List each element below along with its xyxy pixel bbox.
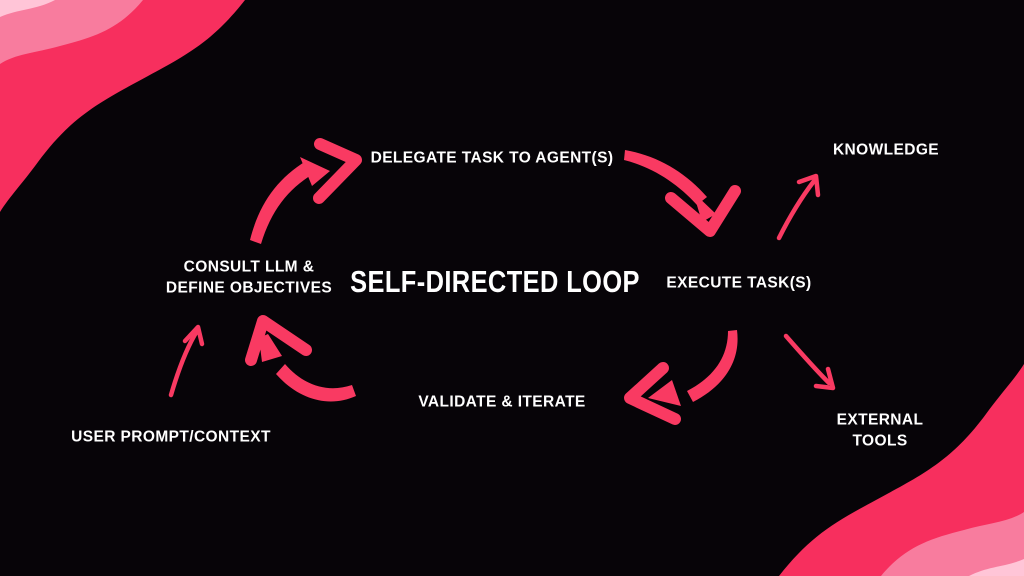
arrow-consult-to-delegate [250, 138, 362, 244]
node-delegate-task: DELEGATE TASK TO AGENT(S) [370, 149, 614, 167]
arrow-userprompt-to-consult [168, 324, 205, 398]
node-user-prompt: USER PROMPT/CONTEXT [71, 428, 271, 446]
node-execute-task: EXECUTE TASK(S) [666, 274, 812, 292]
node-external-tools: EXTERNAL TOOLS [836, 411, 924, 450]
node-validate-iterate: VALIDATE & ITERATE [418, 393, 586, 411]
node-consult-llm: CONSULT LLM & DEFINE OBJECTIVES [165, 258, 333, 297]
node-knowledge: KNOWLEDGE [832, 141, 940, 159]
arrow-validate-to-consult [245, 315, 356, 402]
diagram-title: SELF-DIRECTED LOOP [350, 264, 640, 299]
arrow-execute-to-external [783, 333, 836, 391]
arrow-execute-to-validate [624, 330, 738, 425]
arrow-execute-to-knowledge [776, 173, 821, 241]
arrow-delegate-to-execute [624, 150, 741, 237]
